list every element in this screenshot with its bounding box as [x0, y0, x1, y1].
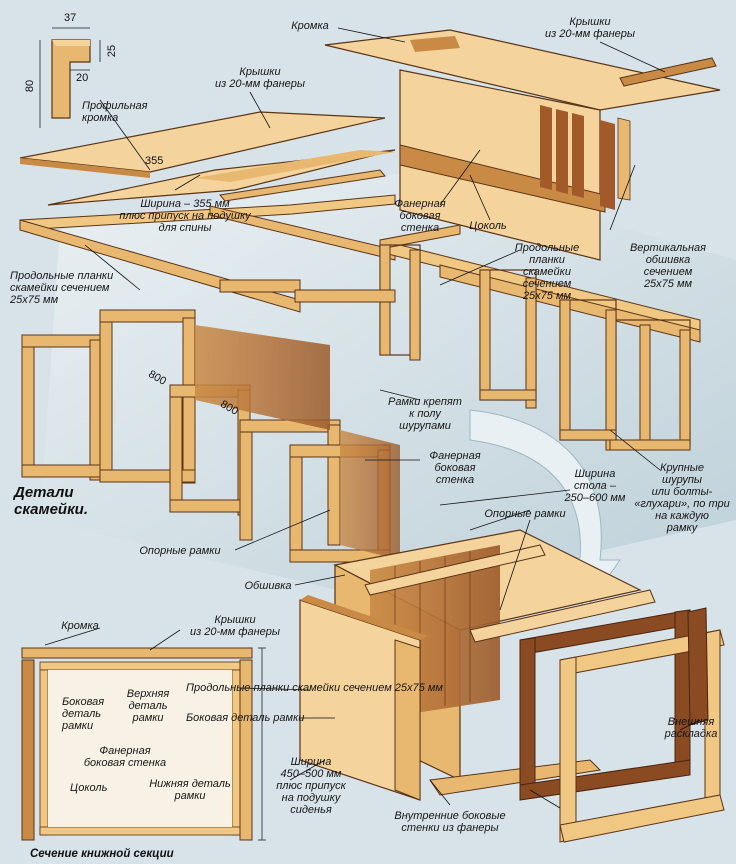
profile-edge-detail [39, 27, 101, 128]
label-plinth-top: Цоколь [469, 220, 507, 232]
label-lids-top-left: Крышки из 20-мм фанеры [214, 66, 305, 90]
label-big-screws: Крупные шурупы или болты- «глухари», по … [634, 462, 730, 534]
dim-25: 25 [106, 44, 119, 58]
dim-20: 20 [76, 72, 89, 84]
label-sec-lids: Крышки из 20-мм фанеры [189, 614, 280, 638]
lid-left [19, 111, 386, 173]
label-sec-side-part2: Боковая деталь рамки [186, 712, 305, 724]
label-lids-top-right: Крышки из 20-мм фанеры [544, 16, 635, 40]
label-frames-fixing: Рамки крепят к полу шурупами [388, 396, 462, 432]
plinth-top [399, 144, 606, 213]
label-sec-bottom-part: Нижняя деталь рамки [149, 778, 231, 802]
support-frames-left [21, 279, 396, 566]
label-sec-side-part: Боковая деталь рамки [62, 696, 105, 732]
label-plywood-side-mid: Фанерная боковая стенка [429, 450, 481, 486]
label-vertical-cladding: Вертикальная обшивка сечением 25x75 мм [629, 242, 707, 290]
profile-edge-label: Профильная кромка [82, 100, 148, 124]
label-sec-width: Ширина 450–500 мм плюс припуск на подушк… [276, 756, 346, 816]
mid-slat-bookcase [469, 589, 656, 643]
label-table-width: Ширина стола – 250–600 мм [564, 468, 626, 504]
label-sec-edge: Кромка [61, 620, 99, 632]
label-sec-long-slats: Продольные планки скамейки сечением 25x7… [186, 682, 443, 694]
dim-37: 37 [64, 12, 77, 24]
label-support-frames-right: Опорные рамки [484, 508, 566, 520]
top-slat-bookcase [364, 544, 546, 596]
label-plywood-side-top: Фанерная боковая стенка [394, 198, 446, 234]
section-caption: Сечение книжной секции [30, 848, 174, 860]
cross-section [21, 647, 266, 841]
bookcase-exploded [299, 529, 725, 843]
dim-80: 80 [24, 79, 37, 93]
plywood-wall-mid2 [340, 430, 400, 560]
label-sec-top-part: Верхняя деталь рамки [126, 688, 170, 724]
leader-lines [44, 27, 701, 809]
edge-strip-top [619, 57, 717, 87]
label-sec-plinth: Цоколь [70, 782, 108, 794]
label-width-355: Ширина – 355 мм плюс припуск на подушку … [119, 198, 251, 234]
plywood-wall-mid [195, 325, 330, 430]
label-cladding: Обшивка [244, 580, 292, 592]
diagram-title: Детали скамейки. [14, 484, 89, 518]
dim-355: 355 [145, 155, 164, 167]
label-long-slats-left: Продольные планки скамейки сечением 25x7… [10, 270, 114, 306]
label-edge-top: Кромка [291, 20, 329, 32]
vertical-cladding-top [540, 105, 631, 210]
label-inner-walls: Внутренние боковые стенки из фанеры [394, 810, 506, 834]
label-outer-trim: Внешняя раскладка [664, 716, 718, 740]
label-support-frames-left: Опорные рамки [139, 545, 221, 557]
label-sec-plywood: Фанерная боковая стенка [83, 745, 167, 769]
label-long-slats-right: Продольные планки скамейки сечением 25x7… [514, 242, 580, 302]
